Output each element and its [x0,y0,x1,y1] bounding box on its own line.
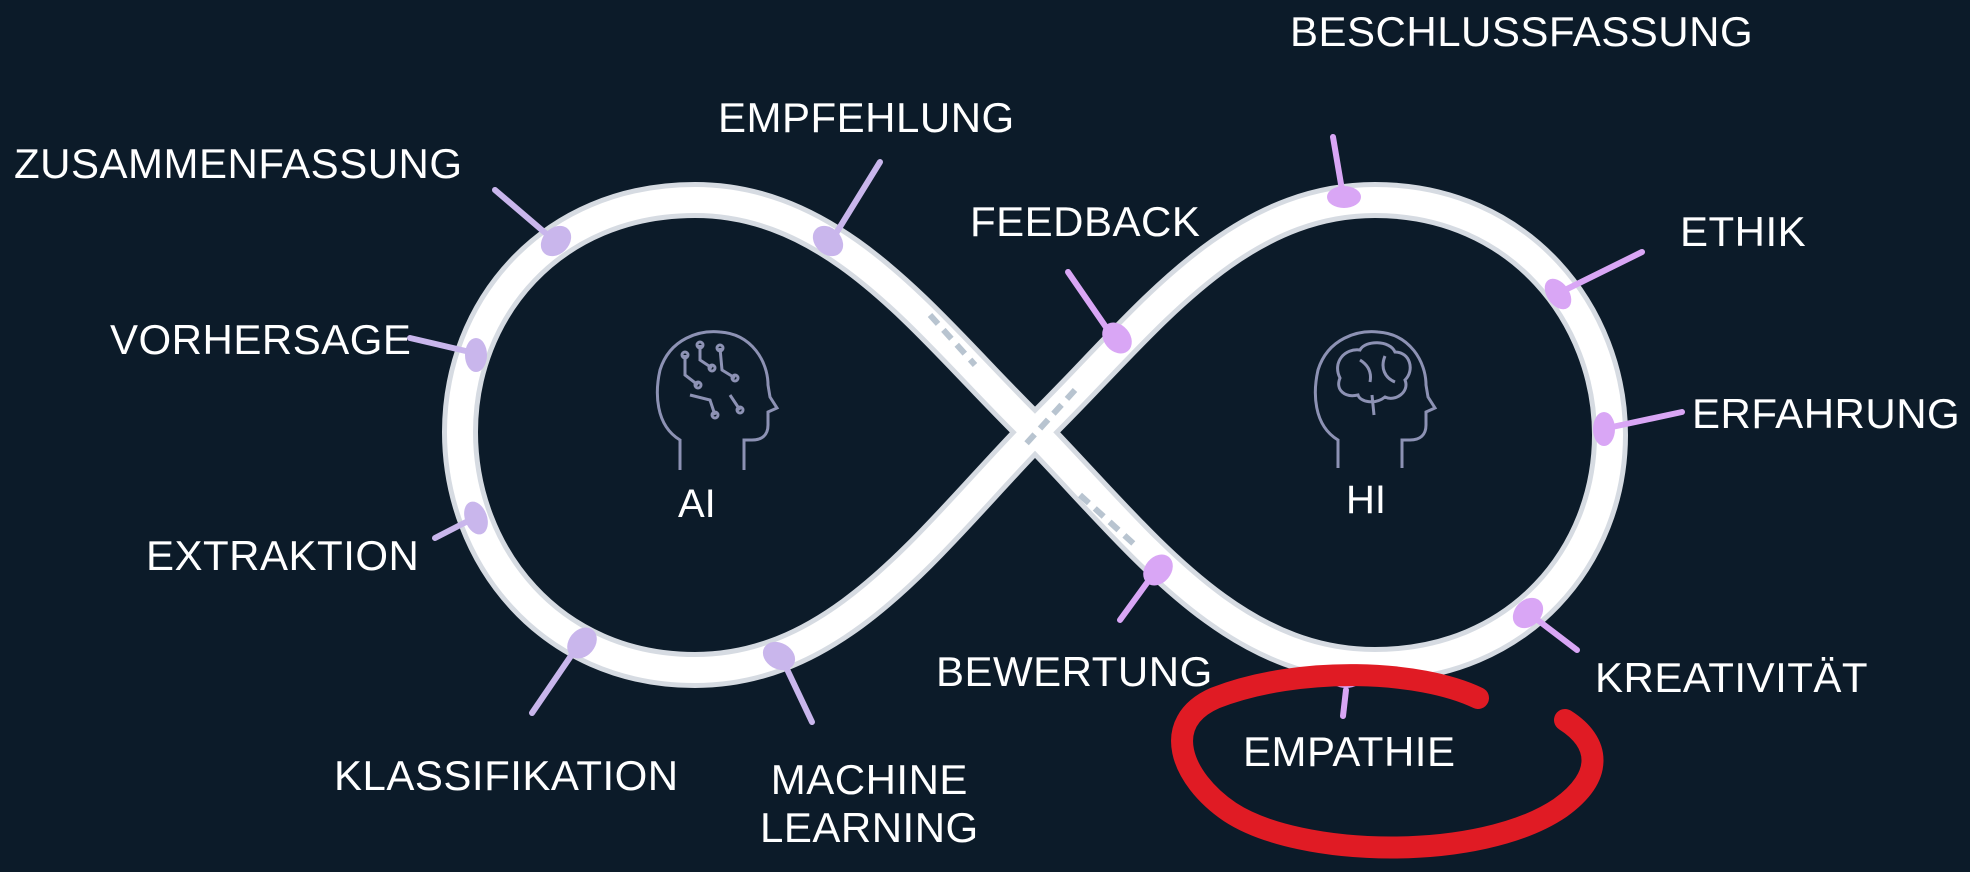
marker-machine-learning [762,641,815,725]
marker-beschlussfassung [1327,134,1361,208]
label-bewertung: BEWERTUNG [936,648,1213,695]
marker-empfehlung [812,159,883,257]
label-empfehlung: EMPFEHLUNG [718,94,1015,141]
label-kreativitaet: KREATIVITÄT [1595,654,1869,701]
label-zusammenfassung: ZUSAMMENFASSUNG [14,140,463,187]
marker-kreativitaet [1512,597,1580,653]
marker-klassifikation [529,627,597,716]
marker-erfahrung [1593,409,1685,446]
label-beschlussfassung: BESCHLUSSFASSUNG [1290,8,1754,55]
label-extraktion: EXTRAKTION [146,532,420,579]
marker-bewertung [1117,554,1173,623]
ai-label: AI [678,482,716,526]
highlight-circle [1171,664,1604,859]
infinity-loop [442,182,1628,688]
label-erfahrung: ERFAHRUNG [1692,390,1961,437]
ai-markers [407,159,883,725]
label-ethik: ETHIK [1680,208,1807,255]
marker-vorhersage [407,335,487,372]
label-empathie: EMPATHIE [1243,728,1456,775]
label-klassifikation: KLASSIFIKATION [334,752,679,799]
marker-extraktion [432,501,488,541]
label-machine-learning: MACHINE LEARNING [760,756,979,853]
marker-ethik [1544,249,1645,310]
brain-head-icon [1313,330,1438,468]
hi-label: HI [1346,478,1386,522]
hi-markers [1065,134,1685,719]
label-vorhersage: VORHERSAGE [110,316,412,363]
marker-zusammenfassung [492,187,572,257]
circuit-head-icon [655,330,780,470]
marker-feedback [1065,269,1132,354]
label-machine-learning-line1: MACHINE [770,756,968,803]
label-feedback: FEEDBACK [970,198,1201,245]
label-machine-learning-line2: LEARNING [760,804,979,852]
